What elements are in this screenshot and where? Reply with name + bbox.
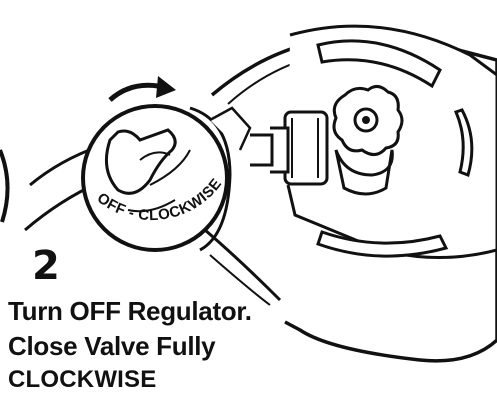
instruction-line-1: Turn OFF Regulator. bbox=[8, 296, 252, 326]
instruction-line-2: Close Valve Fully bbox=[8, 331, 215, 361]
step-number: 2 bbox=[32, 244, 60, 288]
instruction-line-3: CLOCKWISE bbox=[8, 366, 156, 394]
arc-text: OFF - CLOCKWISE bbox=[94, 175, 226, 224]
